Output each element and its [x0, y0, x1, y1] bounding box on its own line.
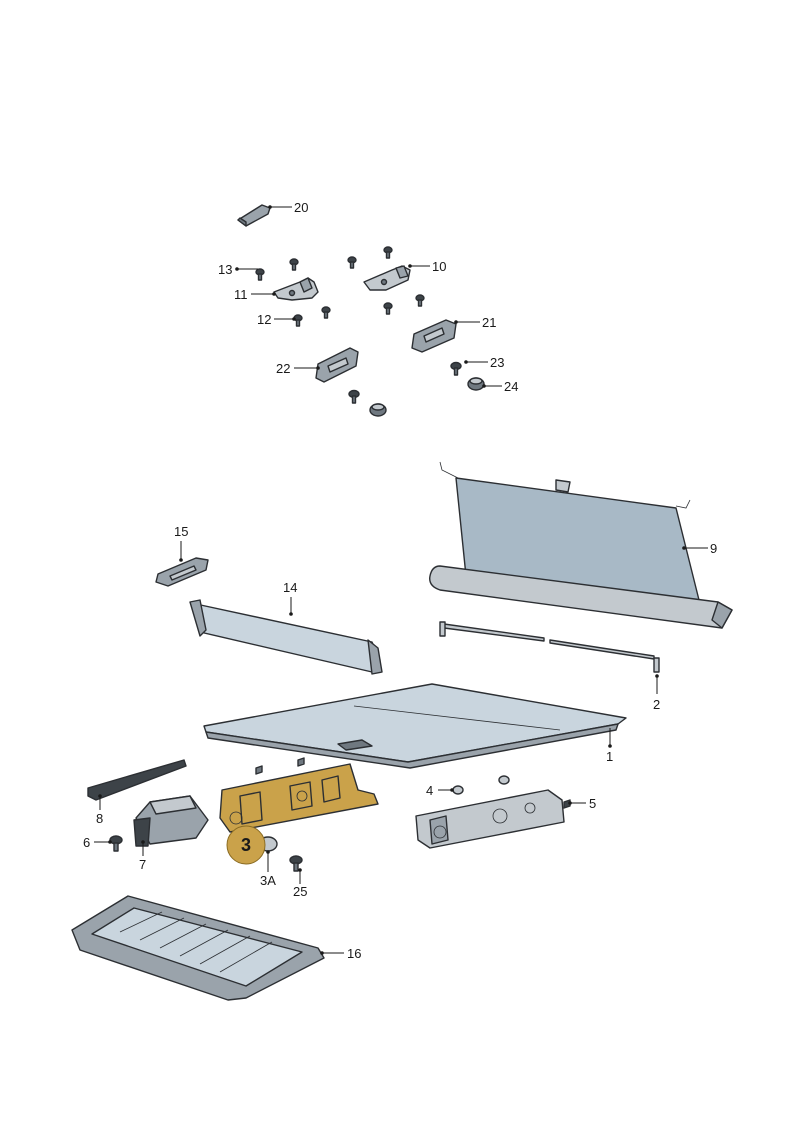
label-13: 13 — [218, 262, 232, 277]
label-21: 21 — [482, 315, 496, 330]
part-24-cap — [467, 377, 485, 391]
label-20: 20 — [294, 200, 308, 215]
part-8-strip — [87, 759, 187, 801]
label-7: 7 — [139, 857, 146, 872]
part-1-floor-panel — [203, 683, 627, 769]
part-25-screw — [289, 855, 303, 872]
part-9-roller-blind — [429, 461, 733, 629]
part-5-mount — [415, 789, 571, 849]
badge-label: 3 — [241, 835, 251, 855]
label-10: 10 — [432, 259, 446, 274]
label-11: 11 — [234, 287, 248, 302]
part-20-latch-handle — [237, 204, 271, 227]
label-25: 25 — [293, 884, 307, 899]
screws-upper — [255, 246, 462, 404]
label-16: 16 — [347, 946, 361, 961]
part-6-screw — [109, 835, 123, 852]
part-7-box — [133, 795, 209, 847]
part-2-rods — [439, 621, 660, 673]
part-4-clip — [452, 775, 510, 795]
part-16-cargo-tray — [71, 895, 325, 1001]
label-24: 24 — [504, 379, 518, 394]
label-12: 12 — [257, 312, 271, 327]
label-8: 8 — [96, 811, 103, 826]
label-3a: 3A — [260, 873, 276, 888]
part-22-catch-plate — [315, 347, 359, 383]
part-15-handle — [155, 557, 209, 587]
part-3-highlighted-mount — [219, 757, 379, 833]
part-14-trim-rail — [189, 599, 383, 675]
label-5: 5 — [589, 796, 596, 811]
label-6: 6 — [83, 835, 90, 850]
part-10-bracket-right — [363, 265, 411, 291]
label-2: 2 — [653, 697, 660, 712]
part-11-bracket-left — [273, 277, 319, 301]
part-cap-lower — [369, 403, 387, 417]
label-22: 22 — [276, 361, 290, 376]
part-21-catch-plate — [411, 319, 457, 353]
label-4: 4 — [426, 783, 433, 798]
leader-lines — [94, 205, 708, 955]
label-9: 9 — [710, 541, 717, 556]
part-3-badge: 3 — [226, 825, 266, 865]
label-15: 15 — [174, 524, 188, 539]
label-1: 1 — [606, 749, 613, 764]
part-labels: 20 13 11 12 10 21 22 23 24 9 15 14 2 1 4… — [83, 200, 717, 961]
label-23: 23 — [490, 355, 504, 370]
label-14: 14 — [283, 580, 297, 595]
